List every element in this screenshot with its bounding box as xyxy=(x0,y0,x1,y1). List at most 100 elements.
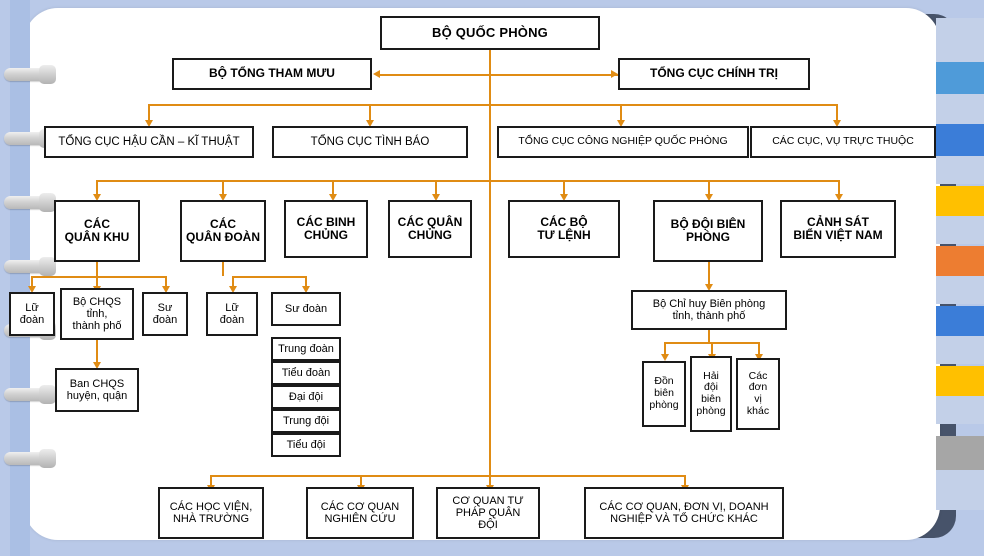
tab-shadow xyxy=(936,470,984,510)
connector-level3-drop-4 xyxy=(836,104,838,122)
connector-arrow-down xyxy=(704,284,713,291)
connector-arrow-left xyxy=(373,70,380,78)
tab-shadow xyxy=(936,94,984,124)
connector-bienphong-stem xyxy=(708,262,710,286)
tab-shadow xyxy=(936,276,984,304)
connector-bottom-drop-2 xyxy=(360,475,362,487)
connector-arrow-down xyxy=(365,120,374,127)
connector-level4-drop-2 xyxy=(222,180,224,196)
connector-bchbp-stem xyxy=(708,329,710,342)
connector-quandoan-stem xyxy=(222,262,224,276)
binder-ring xyxy=(4,257,56,276)
color-tab-blue-light xyxy=(936,62,984,94)
connector-level4-drop-6 xyxy=(708,180,710,196)
connector-arrow-down xyxy=(704,194,713,201)
connector-arrow-down xyxy=(161,286,170,293)
connector-arrow-down xyxy=(92,362,101,369)
connector-bottom-drop-3 xyxy=(489,475,491,487)
connector-level4-drop-3 xyxy=(332,180,334,196)
node-tong-cuc-hau-can-ki-thuat[interactable]: TỔNG CỤC HẬU CẦN – KĨ THUẬT xyxy=(44,126,254,158)
connector-arrow-down xyxy=(301,286,310,293)
node-bo-tong-tham-muu[interactable]: BỘ TỔNG THAM MƯU xyxy=(172,58,372,90)
connector-level4-bus xyxy=(96,180,840,182)
connector-arrow-down xyxy=(92,194,101,201)
connector-arrow-down xyxy=(218,194,227,201)
color-tab-blue-2 xyxy=(936,306,984,336)
color-tab-blue xyxy=(936,124,984,156)
node-tieu-doan[interactable]: Tiểu đoàn xyxy=(271,361,341,385)
node-cac-cuc-vu-truc-thuoc[interactable]: CÁC CỤC, VỤ TRỰC THUỘC xyxy=(750,126,936,158)
connector-quandoan-drop-1 xyxy=(232,276,234,288)
connector-arrow-down xyxy=(660,354,669,361)
connector-level4-drop-4 xyxy=(435,180,437,196)
tab-shadow xyxy=(936,18,984,62)
connector-arrow-down xyxy=(431,194,440,201)
node-cac-hoc-vien-nha-truong[interactable]: CÁC HỌC VIỆN,NHÀ TRƯỜNG xyxy=(158,487,264,539)
tab-shadow xyxy=(936,156,984,184)
color-tab-yellow xyxy=(936,186,984,216)
binder-strip xyxy=(10,0,30,556)
node-su-doan-stack-head[interactable]: Sư đoàn xyxy=(271,292,341,326)
connector-quankhu-drop-1 xyxy=(31,276,33,288)
color-tab-orange xyxy=(936,246,984,276)
color-tab-yellow-2 xyxy=(936,366,984,396)
node-dai-doi[interactable]: Đại đội xyxy=(271,385,341,409)
connector-level4-drop-5 xyxy=(563,180,565,196)
connector-arrow-down xyxy=(834,194,843,201)
node-trung-doi[interactable]: Trung đội xyxy=(271,409,341,433)
tab-shadow xyxy=(936,336,984,364)
connector-quandoan-bus xyxy=(232,276,306,278)
connector-quankhu-stem xyxy=(96,262,98,276)
binder-ring xyxy=(4,65,56,84)
connector-arrow-down xyxy=(559,194,568,201)
tab-shadow xyxy=(936,216,984,244)
node-bo-quoc-phong[interactable]: BỘ QUỐC PHÒNG xyxy=(380,16,600,50)
connector-bchbp-drop-3 xyxy=(758,342,760,356)
node-tong-cuc-cong-nghiep-quoc-phong[interactable]: TỔNG CỤC CÔNG NGHIỆP QUỐC PHÒNG xyxy=(497,126,749,158)
connector-level3-bus xyxy=(148,104,836,106)
tab-shadow xyxy=(936,396,984,424)
node-trung-doan[interactable]: Trung đoàn xyxy=(271,337,341,361)
node-tong-cuc-tinh-bao[interactable]: TỔNG CỤC TÌNH BÁO xyxy=(272,126,468,158)
connector-arrow-down xyxy=(144,120,153,127)
connector-arrow-down xyxy=(832,120,841,127)
connector-arrow-down xyxy=(27,286,36,293)
connector-level4-drop-1 xyxy=(96,180,98,196)
connector-arrow-down xyxy=(228,286,237,293)
connector-bottom-drop-1 xyxy=(210,475,212,487)
color-tab-grey xyxy=(936,436,984,470)
node-tieu-doi[interactable]: Tiểu đội xyxy=(271,433,341,457)
connector-quandoan-drop-2 xyxy=(305,276,307,288)
connector-arrow-down xyxy=(616,120,625,127)
connector-bochqs-to-banchqs xyxy=(96,340,98,364)
node-tong-cuc-chinh-tri[interactable]: TỔNG CỤC CHÍNH TRỊ xyxy=(618,58,810,90)
connector-bottom-bus xyxy=(210,475,684,477)
connector-level3-drop-1 xyxy=(148,104,150,122)
connector-quankhu-drop-3 xyxy=(165,276,167,288)
notebook-page xyxy=(24,8,940,540)
connector-level2-bus xyxy=(380,74,618,76)
connector-level4-drop-7 xyxy=(838,180,840,196)
connector-bottom-drop-4 xyxy=(684,475,686,487)
connector-arrow-down xyxy=(328,194,337,201)
